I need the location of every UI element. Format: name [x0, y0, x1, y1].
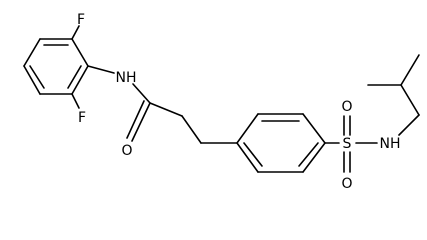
bond: [302, 142, 326, 173]
bond: [71, 93, 80, 109]
atom-labels: F F NH O S O O NH: [77, 12, 401, 192]
bond: [149, 102, 183, 117]
bond: [71, 65, 89, 95]
atom-label-o-carbonyl: O: [121, 143, 132, 159]
atom-label-nh-sulfonamide: NH: [380, 136, 401, 152]
bond: [71, 38, 89, 67]
bond: [23, 38, 41, 67]
atom-label-o-sulfonyl-top: O: [341, 99, 352, 115]
structure-diagram: F F NH O S O O NH: [23, 12, 420, 192]
atom-label-f-bottom: F: [78, 110, 86, 126]
bond: [400, 54, 420, 86]
atom-label-s-sulfonyl: S: [343, 136, 352, 152]
atom-label-o-sulfonyl-bottom: O: [341, 176, 352, 192]
bond: [398, 114, 420, 136]
bond: [236, 113, 259, 144]
bond: [71, 25, 80, 40]
bond: [400, 84, 420, 116]
bond: [23, 65, 41, 95]
bond: [29, 65, 45, 89]
bond: [243, 142, 263, 167]
bond: [67, 65, 82, 89]
bond: [132, 83, 151, 104]
atom-label-nh-amide: NH: [116, 70, 137, 86]
atom-label-f-top: F: [77, 12, 85, 28]
bond: [181, 115, 202, 144]
bond: [87, 65, 115, 74]
bond: [131, 102, 151, 142]
molecule-drawing: F F NH O S O O NH: [23, 12, 420, 192]
bond: [236, 142, 259, 173]
bonds: [23, 25, 420, 173]
bond: [302, 113, 326, 144]
bond: [298, 142, 319, 167]
bond: [126, 100, 145, 139]
